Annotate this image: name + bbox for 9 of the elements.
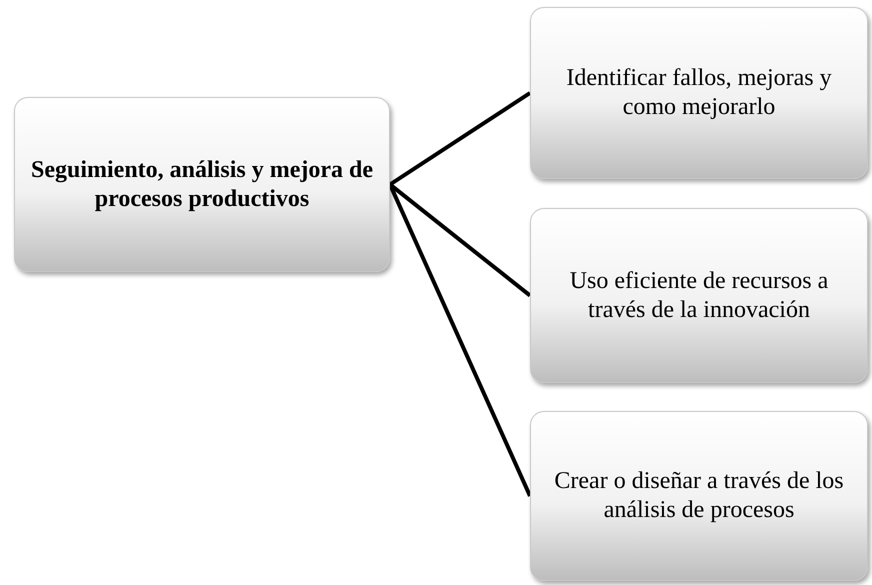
process-box <box>14 97 390 272</box>
process-box <box>530 7 868 179</box>
process-box <box>530 411 868 581</box>
box-text: Uso eficiente de recursos a través de la innovación <box>568 266 830 324</box>
connector-line <box>388 91 532 186</box>
box-text: Seguimiento, análisis y mejora de procesos productivos <box>30 156 374 214</box>
process-box <box>530 208 868 383</box>
box-text: Identificar fallos, mejoras y como mejorarlo <box>565 64 833 122</box>
box-text: Crear o diseñar a través de los análisis de procesos <box>553 467 845 525</box>
